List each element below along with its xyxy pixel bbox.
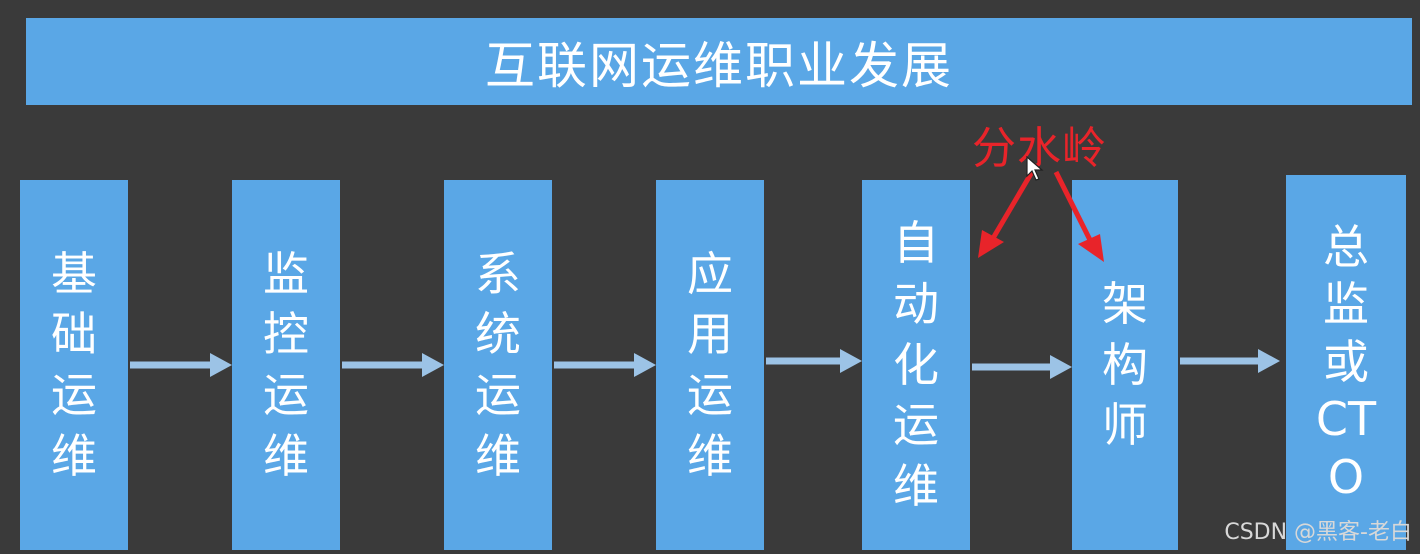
stage-system: 系统运维 bbox=[444, 180, 552, 550]
title-banner: 互联网运维职业发展 bbox=[26, 18, 1412, 105]
stage-label: 应用运维 bbox=[687, 246, 733, 483]
flow-arrow-1 bbox=[130, 353, 232, 377]
watermark: CSDN @黑客-老白 bbox=[1224, 520, 1412, 545]
stage-label: 架构师 bbox=[1102, 276, 1148, 453]
flow-arrow-5 bbox=[972, 355, 1072, 379]
stage-monitoring: 监控运维 bbox=[232, 180, 340, 550]
stage-label: 监控运维 bbox=[263, 246, 309, 483]
stage-label: 基础运维 bbox=[51, 246, 97, 483]
flow-arrow-2 bbox=[342, 353, 444, 377]
stage-label: 系统运维 bbox=[475, 246, 521, 483]
flow-arrow-3 bbox=[554, 353, 656, 377]
stage-automation: 自动化运维 bbox=[862, 180, 970, 550]
diagram-title: 互联网运维职业发展 bbox=[485, 36, 953, 95]
watershed-arrows bbox=[978, 170, 1104, 262]
flow-arrow-4 bbox=[766, 349, 862, 373]
stage-basic: 基础运维 bbox=[20, 180, 128, 550]
stage-label: 自动化运维 bbox=[893, 216, 939, 514]
stage-application: 应用运维 bbox=[656, 180, 764, 550]
watershed-annotation: 分水岭 bbox=[972, 123, 1107, 174]
stage-architect: 架构师 bbox=[1072, 180, 1178, 550]
mouse-cursor-icon bbox=[1026, 156, 1044, 181]
stage-director: 总监或CTO bbox=[1286, 175, 1406, 550]
stage-label: 总监或CTO bbox=[1315, 219, 1377, 504]
flow-arrow-6 bbox=[1180, 349, 1280, 373]
